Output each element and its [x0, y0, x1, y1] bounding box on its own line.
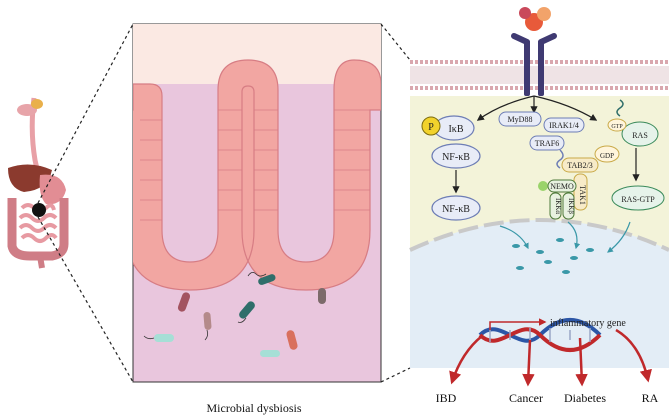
gtp-label: GTP — [611, 124, 623, 130]
bacteria-cluster — [143, 272, 326, 357]
membrane-receptor — [511, 7, 557, 96]
nfkb-pathway: P IκB NF-κB NF-κB — [421, 115, 481, 221]
traf6-label: TRAF6 — [535, 139, 559, 148]
tak1-label: TAK1 — [578, 185, 587, 205]
nemo-label: NEMO — [550, 182, 574, 191]
ras-label: RAS — [632, 131, 648, 140]
irak-label: IRAK1/4 — [549, 121, 579, 130]
intestinal-crypt-panel — [132, 23, 382, 383]
outcome-ibd: IBD — [436, 391, 457, 405]
gdp-label: GDP — [600, 152, 614, 160]
ras-pathway: RAS GTP GDP RAS-GTP — [594, 99, 665, 211]
outcome-diabetes: Diabetes — [564, 391, 606, 405]
ikka-label: IKKα — [554, 198, 562, 214]
ras-gtp-label: RAS-GTP — [621, 195, 655, 204]
outcome-cancer: Cancer — [509, 391, 543, 405]
nfkb-top-label: NF-κB — [442, 152, 470, 163]
myd88-pathway: MyD88 IRAK1/4 TRAF6 TAB2/3 TAK1 NEMO IKK… — [498, 111, 599, 220]
epithelium-layer — [133, 59, 381, 291]
myd88-label: MyD88 — [508, 115, 533, 124]
phospho-label: P — [428, 122, 434, 133]
disease-outcome-arrows — [449, 328, 652, 387]
panel-caption: Microbial dysbiosis — [207, 401, 302, 415]
nfkb-bottom-label: NF-κB — [442, 204, 470, 215]
ikb-label: IκB — [448, 124, 463, 135]
cell-signaling-panel: P IκB NF-κB NF-κB MyD88 IRAK1/4 TRAF6 TA… — [409, 7, 669, 368]
digestive-tract-illustration — [7, 23, 134, 383]
outcome-ra: RA — [642, 391, 659, 405]
nuclear-translocation — [499, 221, 631, 274]
gene-label: inflammatory gene — [550, 318, 626, 329]
tab23-label: TAB2/3 — [567, 161, 593, 170]
ikkb-label: IKKβ — [567, 198, 575, 214]
